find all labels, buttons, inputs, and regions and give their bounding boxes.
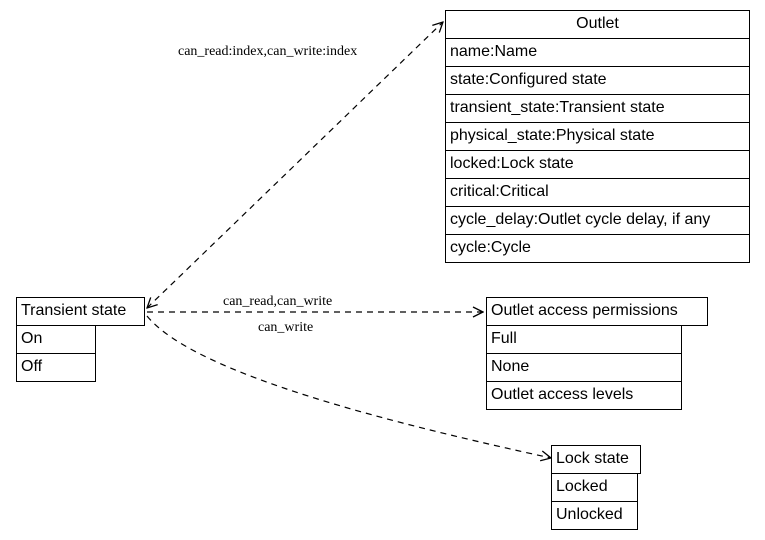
lock-state-option-locked: Locked [551,473,638,502]
outlet-field-cycle-delay: cycle_delay:Outlet cycle delay, if any [445,206,750,235]
lock-state-title: Lock state [551,445,641,474]
outlet-field-transient-state: transient_state:Transient state [445,94,750,123]
outlet-title: Outlet [445,10,750,39]
outlet-field-cycle: cycle:Cycle [445,234,750,263]
transient-state-option-on: On [16,325,96,354]
outlet-field-name: name:Name [445,38,750,67]
permissions-option-levels: Outlet access levels [486,381,682,410]
permissions-option-full: Full [486,325,682,354]
edge-label-outlet: can_read:index,can_write:index [178,44,357,59]
transient-state-title: Transient state [16,297,145,326]
edge-label-lock-state: can_write [258,320,313,335]
lock-state-option-unlocked: Unlocked [551,501,638,530]
edge-label-permissions: can_read,can_write [223,294,332,309]
edge-to-outlet [147,22,443,308]
outlet-field-physical-state: physical_state:Physical state [445,122,750,151]
edge-to-lock-state [146,315,551,458]
transient-state-option-off: Off [16,353,96,382]
permissions-title: Outlet access permissions [486,297,708,326]
outlet-field-state: state:Configured state [445,66,750,95]
permissions-option-none: None [486,353,682,382]
outlet-field-locked: locked:Lock state [445,150,750,179]
outlet-field-critical: critical:Critical [445,178,750,207]
